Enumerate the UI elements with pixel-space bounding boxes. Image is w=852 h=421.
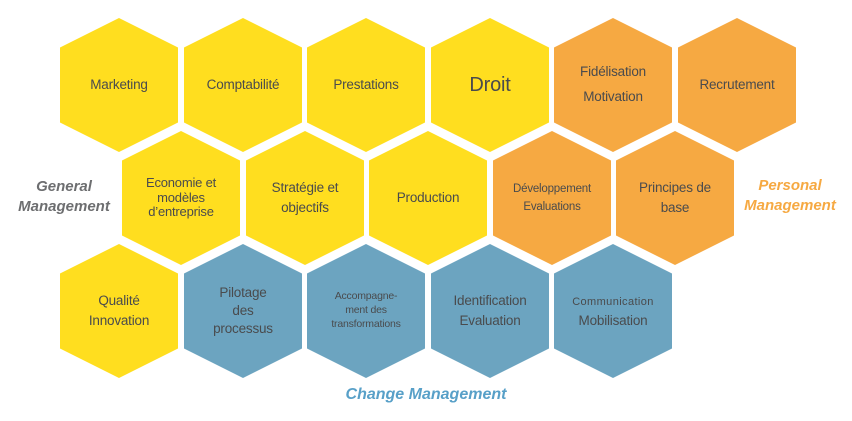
hexagon-label: Prestations (333, 76, 399, 92)
category-label-personal-management: Personal Management (744, 177, 836, 215)
hexagon-label: Fidélisation Motivation (580, 64, 646, 104)
category-label-general-management: General Management (18, 178, 110, 216)
hexagon-accompagnement-transformations: Accompagne- ment des transformations (307, 244, 425, 378)
hexagon-communication-mobilisation: Communication Mobilisation (554, 244, 672, 378)
hexagon-production: Production (369, 131, 487, 265)
hexagon-label: Recrutement (699, 76, 775, 92)
hexagon-recrutement: Recrutement (678, 18, 796, 152)
hexagon-label: Accompagne- ment des transformations (331, 290, 401, 330)
hexagon-label: Comptabilité (206, 76, 280, 92)
hexagon-label: Production (396, 189, 460, 205)
hexagon-fidelisation-motivation: Fidélisation Motivation (554, 18, 672, 152)
hexagon-economie: Economie et modèles d’entreprise (122, 131, 240, 265)
hexagon-label: Pilotage des processus (213, 285, 273, 336)
hexagon-label: Marketing (90, 76, 148, 92)
hexagon-label: Economie et modèles d’entreprise (145, 174, 217, 220)
hexagon-marketing: Marketing (60, 18, 178, 152)
hexagon-label: Identification Evaluation (453, 292, 527, 328)
hexagon-strategie-objectifs: Stratégie et objectifs (246, 131, 364, 265)
hexagon-label: Développement Evaluations (513, 182, 591, 213)
hexagon-label: Communication Mobilisation (572, 296, 654, 328)
hexagon-label: Stratégie et objectifs (271, 179, 339, 215)
hexagon-label: Droit (469, 74, 511, 96)
category-label-change-management: Change Management (345, 386, 507, 403)
hexagon-principes-de-base: Principes de base (616, 131, 734, 265)
hexagon-droit: Droit (431, 18, 549, 152)
hexagon-label: Qualité Innovation (88, 292, 150, 328)
hexagon-pilotage-processus: Pilotage des processus (184, 244, 302, 378)
hexagon-identification-evaluation: Identification Evaluation (431, 244, 549, 378)
hexagon-developpement-evaluations: Développement Evaluations (493, 131, 611, 265)
hexagon-prestations: Prestations (307, 18, 425, 152)
hexagon-comptabilite: Comptabilité (184, 18, 302, 152)
hexagon-label: Principes de base (639, 179, 711, 215)
hexagon-qualite-innovation: Qualité Innovation (60, 244, 178, 378)
